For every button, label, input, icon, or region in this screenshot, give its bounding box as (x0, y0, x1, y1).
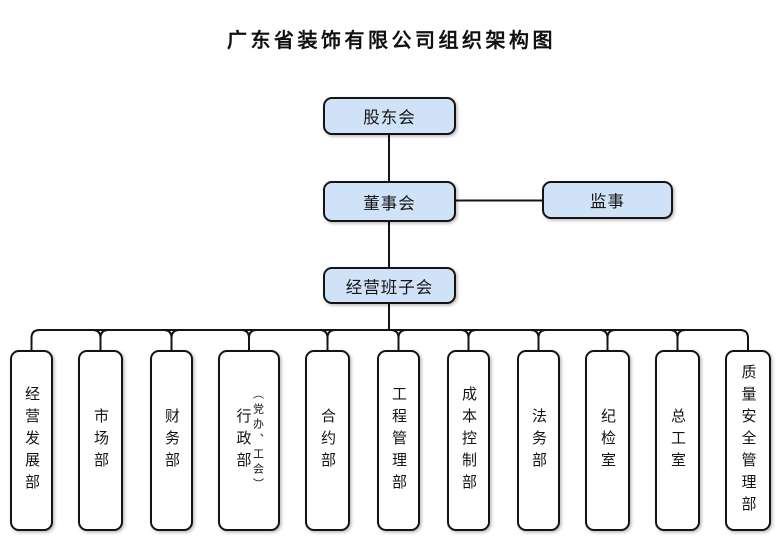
drop-line (530, 329, 547, 350)
chart-title: 广东省装饰有限公司组织架构图 (227, 30, 556, 52)
department-box-discipline-inspection: 纪检室 (585, 350, 630, 531)
drop-line (163, 329, 180, 350)
drop-line (92, 329, 109, 350)
department-label: 合约部 (319, 407, 336, 474)
board-box: 董事会 (323, 181, 456, 222)
department-box-engineering-management: 工程管理部 (377, 350, 420, 531)
department-label: 财务部 (163, 407, 180, 474)
department-box-market: 市场部 (78, 350, 123, 531)
supervisor-label: 监事 (590, 193, 625, 211)
department-label: 工程管理部 (390, 385, 407, 496)
department-label: 行政部 (234, 407, 252, 474)
department-label: 总工室 (669, 407, 686, 474)
department-box-finance: 财务部 (150, 350, 193, 531)
management-box: 经营班子会 (323, 267, 456, 304)
drop-line (599, 329, 616, 350)
department-label: 市场部 (92, 407, 109, 474)
drop-line (390, 329, 407, 350)
department-box-quality-safety: 质量安全管理部 (725, 350, 771, 531)
department-box-chief-engineer: 总工室 (655, 350, 700, 531)
department-label: 纪检室 (599, 407, 616, 474)
management-label: 经营班子会 (345, 278, 434, 297)
drop-line (319, 329, 336, 350)
bus-line (30, 329, 749, 350)
department-label: 成本控制部 (460, 385, 477, 496)
drop-line (460, 329, 477, 350)
department-label: 法务部 (530, 407, 547, 474)
department-label-group: 行政部 （党办、工会） (234, 388, 264, 493)
drop-line (669, 329, 686, 350)
department-box-contracts: 合约部 (305, 350, 350, 531)
department-box-business-development: 经营发展部 (10, 350, 53, 531)
shareholders-box: 股东会 (323, 97, 456, 135)
drop-line (240, 329, 258, 350)
department-label: 经营发展部 (23, 385, 40, 496)
department-box-administration: 行政部 （党办、工会） (218, 350, 280, 531)
department-label: 质量安全管理部 (739, 363, 757, 518)
supervisor-box: 监事 (542, 181, 673, 219)
department-box-legal: 法务部 (517, 350, 560, 531)
board-label: 董事会 (363, 194, 416, 213)
department-box-cost-control: 成本控制部 (447, 350, 490, 531)
shareholders-label: 股东会 (363, 109, 416, 127)
department-sublabel: （党办、工会） (251, 388, 264, 493)
